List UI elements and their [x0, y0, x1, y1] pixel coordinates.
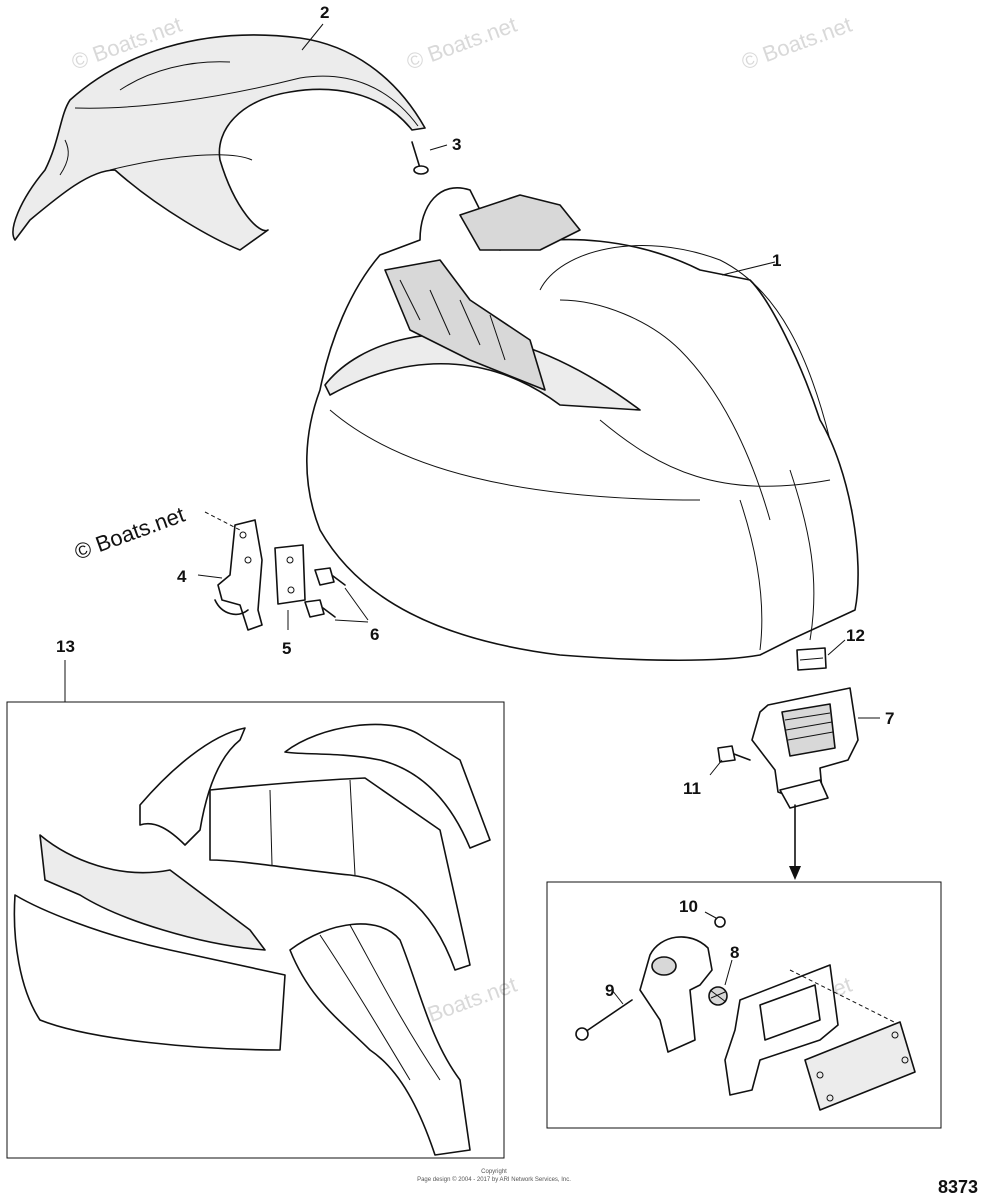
- callout-labels: 2 3 1 4 5 6 13 12 7 11 10 8 9: [56, 3, 894, 1000]
- part-8-spring[interactable]: [708, 959, 733, 1006]
- part-6-bolts[interactable]: [204, 511, 369, 623]
- callout-1: 1: [772, 251, 781, 270]
- part-12-clip[interactable]: [796, 639, 846, 671]
- part-4-latch-hook[interactable]: [197, 519, 263, 631]
- callout-6: 6: [370, 625, 379, 644]
- callout-3: 3: [452, 135, 461, 154]
- part-9-pin[interactable]: [575, 989, 633, 1041]
- callout-4: 4: [177, 567, 187, 586]
- footer-line-2: Page design © 2004 - 2017 by ARI Network…: [417, 1176, 571, 1183]
- part-3-screw[interactable]: [411, 141, 448, 175]
- callout-2: 2: [320, 3, 329, 22]
- latch-plate[interactable]: [804, 1021, 916, 1111]
- part-13-panel-kit-box[interactable]: [6, 660, 505, 1159]
- callout-12: 12: [846, 626, 865, 645]
- callout-8: 8: [730, 943, 739, 962]
- callout-5: 5: [282, 639, 291, 658]
- callout-9: 9: [605, 981, 614, 1000]
- part-10-clip[interactable]: [704, 911, 726, 928]
- watermark-3: © Boats.net: [738, 12, 855, 75]
- part-2-top-cover[interactable]: [12, 34, 426, 251]
- latch-detail-box[interactable]: [546, 881, 942, 1129]
- diagram-reference-number: 8373: [938, 1177, 978, 1197]
- callout-13: 13: [56, 637, 75, 656]
- latch-lever[interactable]: [639, 936, 713, 1053]
- copyright-label: © Boats.net: [71, 502, 188, 565]
- part-1-main-cowl[interactable]: [306, 187, 859, 662]
- part-7-latch-bracket[interactable]: [751, 687, 880, 880]
- callout-7: 7: [885, 709, 894, 728]
- callout-11: 11: [683, 779, 701, 798]
- callout-10: 10: [679, 897, 698, 916]
- watermark-2: © Boats.net: [403, 12, 520, 75]
- part-11-bolt[interactable]: [709, 745, 751, 776]
- footer-line-1: Copyright: [481, 1169, 507, 1175]
- part-5-plate[interactable]: [274, 544, 306, 630]
- latch-frame[interactable]: [724, 964, 901, 1096]
